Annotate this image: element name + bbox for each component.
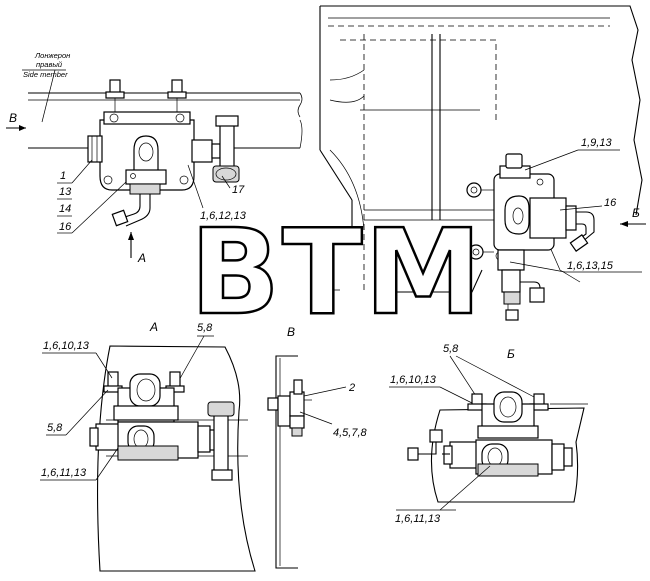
view-be-callout-1-6-11-13: 1,6,11,13 <box>395 513 441 525</box>
side-member-en: Side member <box>23 70 68 79</box>
view-b: B 2 4,5,7,8 <box>267 325 368 569</box>
view-be-title: Б <box>507 347 515 361</box>
callout-1-9-13: 1,9,13 <box>581 137 612 149</box>
view-be-arrow-label: Б <box>632 206 640 220</box>
view-b-title: B <box>287 325 295 339</box>
top-right-assembly: 1,9,13 16 Б 1,6,13,15 <box>310 5 646 321</box>
callout-1-6-12-13: 1,6,12,13 <box>200 210 247 222</box>
side-member-ru-2: правый <box>36 60 63 69</box>
view-a-title: A <box>149 320 158 334</box>
view-a-callout-1-6-10-13: 1,6,10,13 <box>43 340 90 352</box>
view-be-callout-5-8: 5,8 <box>443 343 459 355</box>
view-be-callout-1-6-10-13: 1,6,10,13 <box>390 374 437 386</box>
view-a: A 5,8 1,6,10,13 5,8 <box>40 320 256 572</box>
side-member-ru-1: Лонжерон <box>34 51 70 60</box>
watermark-btm: BTM <box>190 203 484 341</box>
view-a-callout-5-8-left: 5,8 <box>47 422 63 434</box>
callout-17: 17 <box>232 184 245 196</box>
view-b-arrow-label: B <box>9 111 17 125</box>
callout-16: 16 <box>59 221 72 233</box>
view-be: Б 5,8 1,6,10,13 1,6,11,13 <box>389 343 588 525</box>
view-b-callout-4-5-7-8: 4,5,7,8 <box>333 427 368 439</box>
callout-14: 14 <box>59 203 71 215</box>
view-b-callout-2: 2 <box>348 382 355 394</box>
callout-16-right: 16 <box>604 197 617 209</box>
view-a-arrow-label: A <box>137 251 146 265</box>
top-left-assembly: Лонжерон правый Side member B <box>6 51 303 265</box>
view-a-callout-5-8-top: 5,8 <box>197 322 213 334</box>
callout-13: 13 <box>59 186 72 198</box>
view-a-callout-1-6-11-13: 1,6,11,13 <box>41 467 87 479</box>
callout-1-6-13-15: 1,6,13,15 <box>567 260 614 272</box>
callout-1: 1 <box>60 170 66 182</box>
